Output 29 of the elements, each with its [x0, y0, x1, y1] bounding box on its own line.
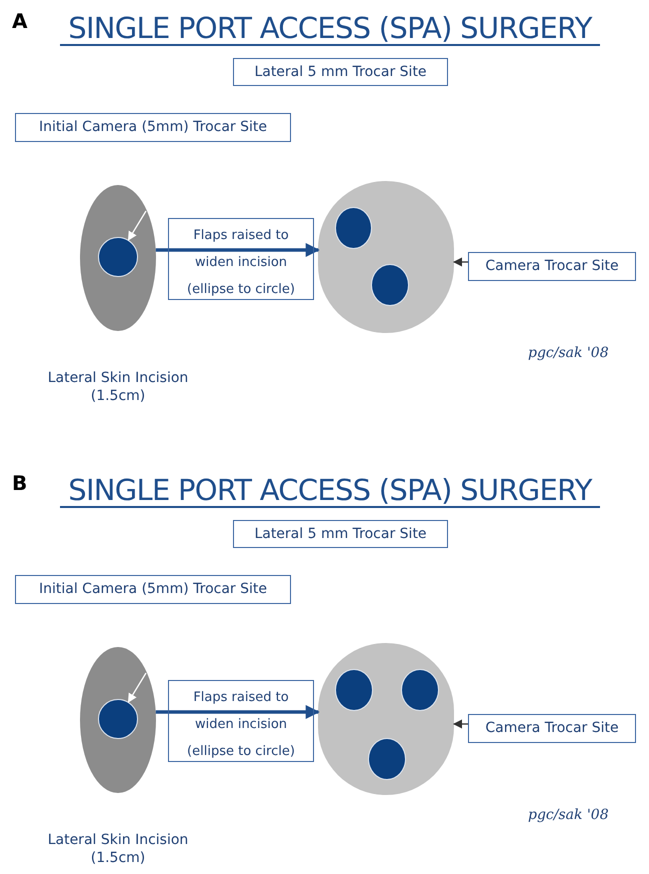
arrow — [452, 257, 468, 267]
author-credit: pgc/sak '08 — [528, 806, 609, 825]
author-credit: pgc/sak '08 — [528, 344, 609, 363]
trocar-site-dot — [401, 669, 439, 711]
incision-label: Lateral Skin Incision (1.5cm) — [46, 369, 190, 405]
arrow — [128, 210, 147, 241]
arrow — [452, 719, 468, 729]
label-box: Camera Trocar Site — [468, 714, 636, 743]
trocar-site-dot — [371, 264, 409, 306]
trocar-site-dot — [335, 669, 373, 711]
arrow — [128, 672, 147, 703]
trocar-site-dot — [98, 237, 138, 277]
trocar-site-dot — [368, 738, 406, 780]
panel-letter: B — [12, 470, 28, 497]
edge-label: Flaps raised to widen incision (ellipse to circle) — [168, 680, 314, 762]
trocar-site-dot — [335, 207, 372, 249]
title: SINGLE PORT ACCESS (SPA) SURGERY — [60, 474, 600, 508]
label-box: Lateral 5 mm Trocar Site — [233, 520, 448, 548]
panel-letter: A — [12, 8, 28, 35]
incision-label: Lateral Skin Incision (1.5cm) — [46, 831, 190, 867]
label-box: Initial Camera (5mm) Trocar Site — [15, 113, 291, 142]
label-box: Initial Camera (5mm) Trocar Site — [15, 575, 291, 604]
arrow — [156, 705, 320, 719]
title: SINGLE PORT ACCESS (SPA) SURGERY — [60, 12, 600, 46]
edge-label: Flaps raised to widen incision (ellipse to circle) — [168, 218, 314, 300]
arrow — [156, 243, 320, 257]
label-box: Lateral 5 mm Trocar Site — [233, 58, 448, 86]
trocar-site-dot — [98, 699, 138, 739]
label-box: Camera Trocar Site — [468, 252, 636, 281]
